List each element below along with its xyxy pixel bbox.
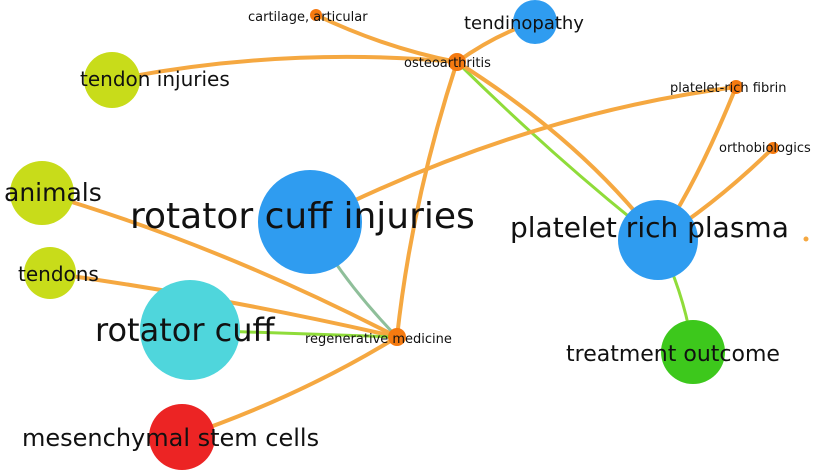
node-cartilage[interactable]	[310, 9, 322, 21]
node-label-rc[interactable]: rotator cuff	[95, 311, 276, 349]
node-animals[interactable]	[10, 161, 74, 225]
node-tendons[interactable]	[24, 247, 76, 299]
node-outcome[interactable]	[661, 320, 725, 384]
node-label-animals[interactable]: animals	[4, 178, 102, 207]
edge-animals-regen	[40, 191, 399, 339]
node-rc[interactable]	[140, 280, 240, 380]
node-label-cartilage[interactable]: cartilage, articular	[248, 10, 368, 25]
node-tendon_injuries[interactable]	[84, 52, 140, 108]
node-msc[interactable]	[149, 404, 215, 470]
node-tendinopathy[interactable]	[513, 0, 557, 44]
node-rci[interactable]	[258, 170, 362, 274]
node-label-regen[interactable]: regenerative medicine	[305, 332, 452, 347]
node-label-rci[interactable]: rotator cuff injuries	[130, 196, 475, 237]
node-label-outcome[interactable]: treatment outcome	[566, 342, 780, 367]
node-label-tendons[interactable]: tendons	[18, 262, 99, 286]
node-label-orthobiologics[interactable]: orthobiologics	[719, 141, 811, 156]
node-osteoarthritis[interactable]	[448, 53, 466, 71]
node-label-tendon_injuries[interactable]: tendon injuries	[80, 67, 230, 91]
edge-cartilage-osteoarthritis	[314, 13, 459, 64]
labels-layer: cartilage, articular tendinopathy osteoart…	[4, 10, 811, 452]
node-label-osteoarthritis[interactable]: osteoarthritis	[404, 56, 491, 71]
node-label-msc[interactable]: mesenchymal stem cells	[22, 424, 319, 452]
edge-rci-prf	[308, 85, 738, 224]
node-label-prp[interactable]: platelet rich plasma	[510, 211, 789, 244]
small-node-dot	[803, 236, 809, 242]
edge-tendon_injuries-osteoarthritis	[110, 54, 459, 82]
nodes-layer	[10, 0, 779, 470]
node-orthobiologics[interactable]	[767, 142, 779, 154]
node-label-tendinopathy[interactable]: tendinopathy	[464, 13, 584, 34]
node-prp[interactable]	[618, 200, 698, 280]
edge-osteoarthritis-regen	[395, 60, 459, 339]
node-regen[interactable]	[388, 328, 406, 346]
node-label-prf[interactable]: platelet-rich fibrin	[670, 81, 786, 96]
node-prf[interactable]	[729, 80, 743, 94]
